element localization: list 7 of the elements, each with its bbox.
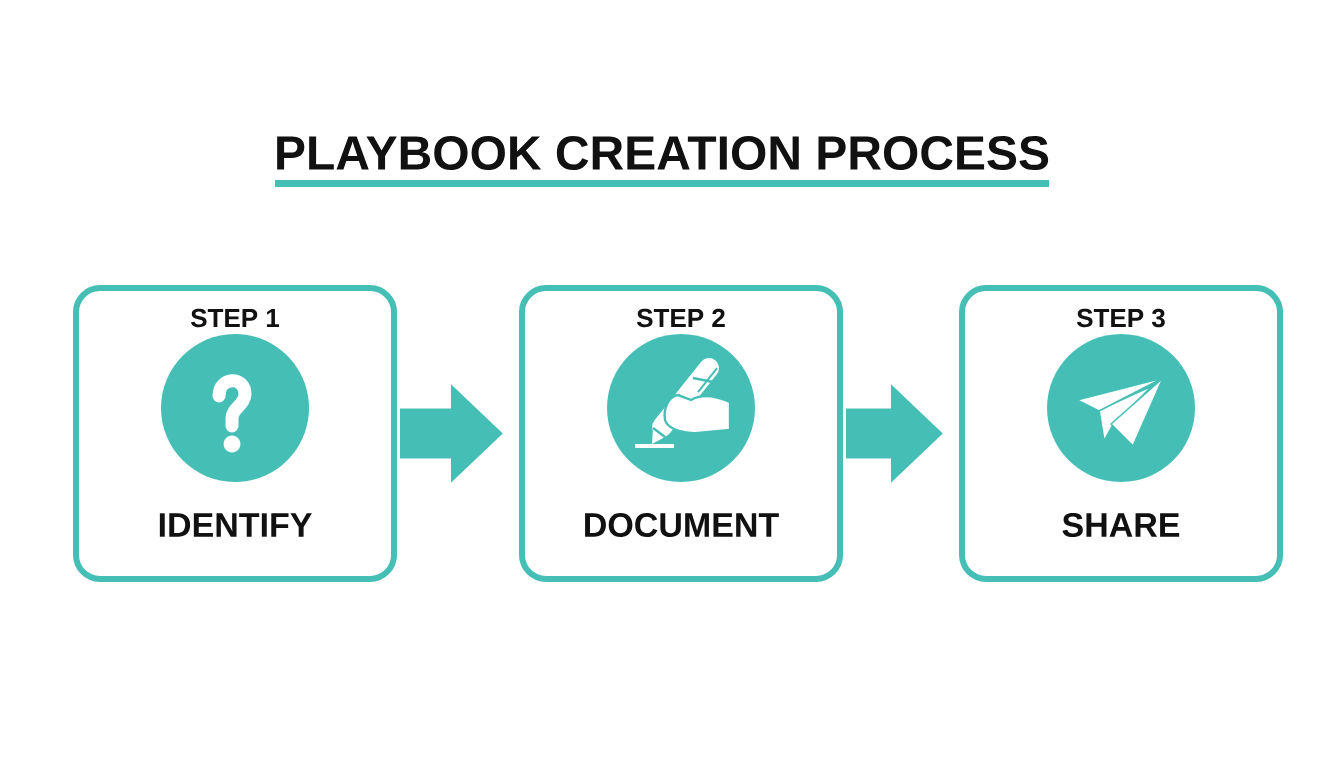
step-title: SHARE	[1062, 512, 1180, 538]
title: PLAYBOOK CREATION PROCESS	[277, 136, 1049, 170]
step-label: STEP 1	[190, 308, 280, 328]
step-label: STEP 2	[636, 308, 725, 328]
step-label: STEP 3	[1076, 308, 1165, 328]
step-title: DOCUMENT	[585, 512, 779, 538]
step-title: IDENTIFY	[159, 513, 312, 537]
